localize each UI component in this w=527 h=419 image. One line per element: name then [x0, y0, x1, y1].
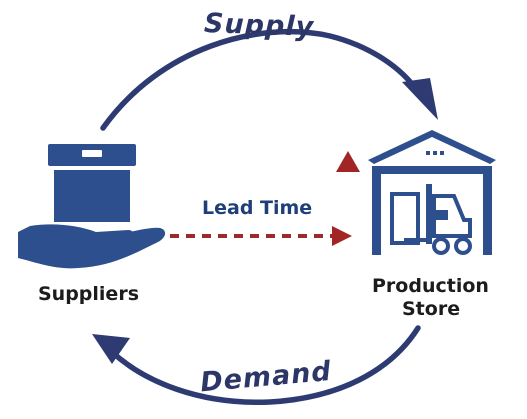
store-label: Store — [402, 298, 460, 320]
warehouse-forklift-icon — [368, 130, 496, 255]
suppliers-label: Suppliers — [38, 283, 139, 305]
supply-label: Supply — [204, 8, 316, 43]
supply-arc-arrow — [100, 28, 421, 131]
demand-arrowhead — [92, 334, 130, 364]
lead-time-label: Lead Time — [202, 197, 312, 219]
supply-arrowhead — [402, 78, 438, 120]
triangle-up-icon — [336, 151, 360, 172]
lead-time-arrowhead — [332, 226, 352, 246]
production-label: Production — [372, 275, 489, 297]
box-on-hand-icon — [18, 144, 166, 269]
demand-label: Demand — [199, 356, 333, 398]
demand-arc-arrow — [109, 325, 421, 406]
